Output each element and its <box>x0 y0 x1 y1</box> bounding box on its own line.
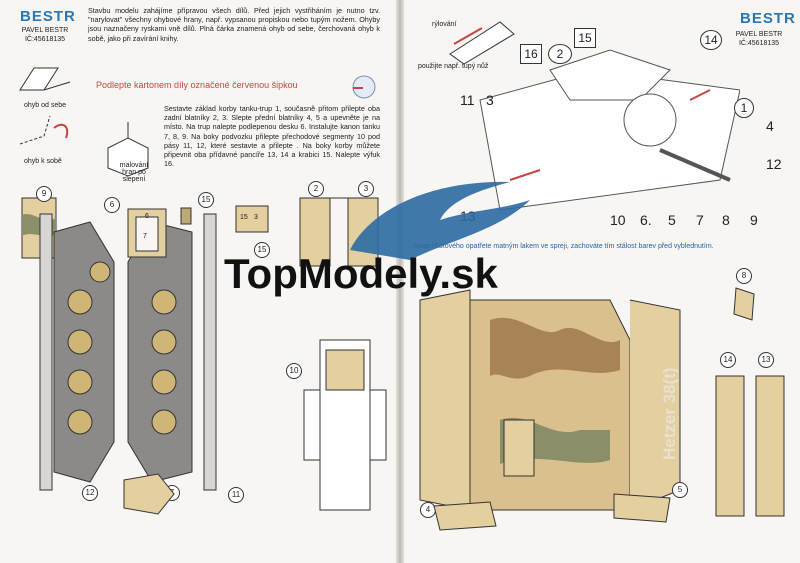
part-number-12: 12 <box>82 485 98 501</box>
red-arrow-instruction: Podlepte kartonem díly označené červenou… <box>96 80 298 90</box>
hull-net-part-1 <box>419 289 681 511</box>
scoring-tool-label: použijte např. tupý nůž <box>418 63 489 70</box>
scoring-label: rýlování <box>432 21 457 28</box>
fold-away-label: ohyb od sebe <box>24 102 67 109</box>
part-15-inner: 15 <box>240 214 248 221</box>
part-number-11: 11 <box>228 487 244 503</box>
author-ic-right: IČ:45618135 <box>738 40 780 47</box>
finish-note: Model hotového opatřete matným lakem ve … <box>414 243 714 250</box>
part-8-piece <box>733 287 755 321</box>
track-wheel-part-right <box>127 213 217 491</box>
diagram-number-4: 4 <box>766 118 774 134</box>
part-4-fender <box>433 501 497 531</box>
diagram-number-15: 15 <box>574 28 596 48</box>
brand-logo-left: BESTR <box>20 8 76 25</box>
diagram-number-16: 16 <box>520 44 542 64</box>
part-number-8: 8 <box>736 268 752 284</box>
page-gutter <box>396 0 404 563</box>
hull-side-text: Hetzer 38(t) <box>660 367 679 460</box>
parts-13-14-skirts <box>715 375 785 517</box>
part-number-5: 5 <box>672 482 688 498</box>
part-number-9: 9 <box>36 186 52 202</box>
diagram-number-9: 9 <box>750 212 758 228</box>
track-wheel-part-left <box>39 213 115 491</box>
diagram-number-7: 7 <box>696 212 704 228</box>
diagram-number-2: 2 <box>548 44 572 64</box>
diagram-number-1: 1 <box>734 98 754 118</box>
diagram-number-10: 10 <box>610 212 626 228</box>
part-15-cylinder <box>180 207 192 225</box>
diagram-number-8: 8 <box>722 212 730 228</box>
part-7-gun-mantlet <box>123 473 175 515</box>
fold-toward-label: ohyb k sobě <box>24 158 62 165</box>
assembly-paragraph: Sestavte základ korby tanku-trup 1, souč… <box>164 104 380 169</box>
diagram-number-5: 5 <box>668 212 676 228</box>
diagram-number-12: 12 <box>766 156 782 172</box>
part-number-14: 14 <box>720 352 736 368</box>
fold-toward-diagram <box>19 115 69 145</box>
assembly-diagram <box>479 49 740 211</box>
part-6-inner: 6 <box>145 213 149 220</box>
diagram-number-6: 6. <box>640 212 652 228</box>
diagram-number-11: 11 <box>460 92 475 108</box>
scoring-diagram <box>449 21 515 64</box>
part-number-15: 15 <box>198 192 214 208</box>
part-number-10: 10 <box>286 363 302 379</box>
part-number-2: 2 <box>308 181 324 197</box>
diagram-number-3: 3 <box>486 92 494 108</box>
edge-paint-label: malování hran po slepení <box>119 162 149 183</box>
part-3-inner-small: 3 <box>254 214 258 221</box>
intro-paragraph: Stavbu modelu zahájíme přípravou všech d… <box>88 6 380 43</box>
brand-logo-right: BESTR <box>740 10 796 27</box>
part-6-7 <box>127 208 167 258</box>
watermark-text: TopModely.sk <box>224 250 498 297</box>
fold-away-diagram <box>19 67 71 91</box>
author-name-right: PAVEL BESTR <box>735 31 783 38</box>
part-7-inner: 7 <box>143 233 147 240</box>
diagram-number-14: 14 <box>700 30 722 50</box>
part-number-13: 13 <box>758 352 774 368</box>
edge-paint-diagram <box>107 122 149 177</box>
red-arrow-icon <box>352 75 376 99</box>
part-10-net <box>303 339 387 511</box>
part-number-3: 3 <box>358 181 374 197</box>
author-block-right: PAVEL BESTR IČ:45618135 <box>724 30 794 48</box>
author-block-left: PAVEL BESTR IČ:45618135 <box>14 26 76 44</box>
author-name: PAVEL BESTR <box>21 27 69 34</box>
bird-logo-icon <box>350 181 530 260</box>
part-number-6: 6 <box>104 197 120 213</box>
part-5-fender <box>613 493 671 523</box>
author-ic: IČ:45618135 <box>24 36 66 43</box>
part-number-15-b: 15 <box>254 242 270 258</box>
